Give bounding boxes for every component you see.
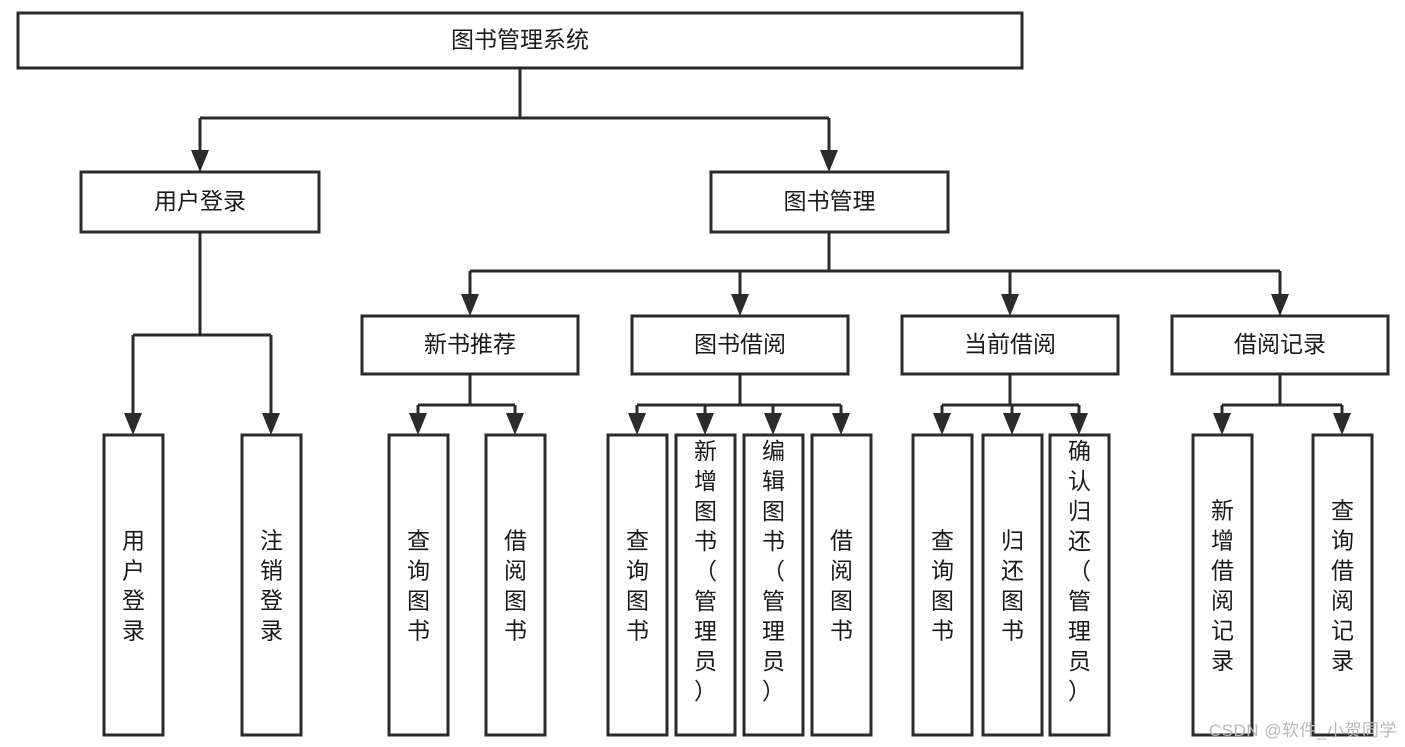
node-leaf-edit-book-admin[interactable]: 编辑图书（管理员） [742, 433, 805, 737]
node-leaf-return-book[interactable]: 归还图书 [981, 433, 1044, 737]
node-label-leaf-user-logout: 注销登录 [260, 527, 283, 643]
arrow-head-icon [124, 413, 142, 435]
node-box-borrow-record[interactable] [1170, 314, 1390, 376]
node-box-leaf-query-borrow-record[interactable] [1311, 433, 1374, 737]
node-leaf-query-borrow-record[interactable]: 查询借阅记录 [1311, 433, 1374, 737]
node-box-current-borrow[interactable] [900, 314, 1120, 376]
node-box-leaf-add-book-admin[interactable] [674, 433, 737, 737]
node-leaf-user-login[interactable]: 用户登录 [102, 433, 165, 737]
arrow-head-icon [696, 413, 714, 435]
watermark-label: CSDN @软件_小贺同学 [1208, 721, 1397, 740]
node-root[interactable]: 图书管理系统 [16, 11, 1024, 70]
node-book-borrow[interactable]: 图书借阅 [630, 314, 850, 376]
node-label-leaf-query-book: 查询图书 [626, 527, 649, 643]
node-leaf-query-book[interactable]: 查询图书 [606, 433, 669, 737]
node-label-leaf-borrow-book-recommend: 借阅图书 [504, 527, 527, 643]
node-box-leaf-query-book[interactable] [606, 433, 669, 737]
node-borrow-record[interactable]: 借阅记录 [1170, 314, 1390, 376]
node-label-leaf-user-login: 用户登录 [122, 527, 145, 643]
node-label-book-borrow: 图书借阅 [694, 331, 786, 357]
node-box-user-login[interactable] [79, 170, 321, 234]
node-leaf-borrow-book-recommend[interactable]: 借阅图书 [484, 433, 547, 737]
arrow-head-icon [764, 413, 782, 435]
node-leaf-add-book-admin[interactable]: 新增图书（管理员） [674, 433, 737, 737]
node-label-leaf-query-book-recommend: 查询图书 [407, 527, 430, 643]
node-leaf-add-borrow-record[interactable]: 新增借阅记录 [1191, 433, 1254, 737]
node-current-borrow[interactable]: 当前借阅 [900, 314, 1120, 376]
arrow-head-icon [731, 294, 749, 316]
arrow-head-icon [1003, 413, 1021, 435]
arrow-head-icon [1271, 294, 1289, 316]
node-label-user-login: 用户登录 [154, 188, 246, 214]
node-label-leaf-edit-book-admin: 编辑图书（管理员） [762, 438, 785, 704]
arrow-head-icon [1001, 294, 1019, 316]
node-user-login[interactable]: 用户登录 [79, 170, 321, 234]
node-box-leaf-query-book-recommend[interactable] [387, 433, 450, 737]
node-label-leaf-confirm-return-admin: 确认归还（管理员） [1068, 438, 1091, 704]
arrow-head-icon [1333, 413, 1351, 435]
node-box-book-manage[interactable] [709, 170, 950, 234]
node-label-current-borrow: 当前借阅 [964, 331, 1056, 357]
node-box-leaf-add-borrow-record[interactable] [1191, 433, 1254, 737]
node-leaf-query-book-recommend[interactable]: 查询图书 [387, 433, 450, 737]
node-box-leaf-return-book[interactable] [981, 433, 1044, 737]
node-box-book-borrow[interactable] [630, 314, 850, 376]
arrow-head-icon [191, 150, 209, 172]
node-box-new-book-recommend[interactable] [360, 314, 580, 376]
node-new-book-recommend[interactable]: 新书推荐 [360, 314, 580, 376]
arrow-head-icon [832, 413, 850, 435]
node-label-root: 图书管理系统 [451, 27, 589, 53]
node-book-manage[interactable]: 图书管理 [709, 170, 950, 234]
node-box-leaf-user-logout[interactable] [240, 433, 303, 737]
arrow-head-icon [628, 413, 646, 435]
node-label-book-manage: 图书管理 [784, 188, 876, 214]
node-label-borrow-record: 借阅记录 [1234, 331, 1326, 357]
arrow-head-icon [1213, 413, 1231, 435]
node-leaf-query-book-current[interactable]: 查询图书 [911, 433, 974, 737]
arrow-head-icon [933, 413, 951, 435]
arrow-head-icon [461, 294, 479, 316]
node-box-leaf-borrow-book[interactable] [810, 433, 873, 737]
node-label-new-book-recommend: 新书推荐 [424, 331, 516, 357]
node-leaf-confirm-return-admin[interactable]: 确认归还（管理员） [1048, 433, 1111, 737]
node-label-leaf-query-borrow-record: 查询借阅记录 [1331, 497, 1354, 673]
node-label-leaf-add-borrow-record: 新增借阅记录 [1211, 497, 1234, 673]
node-box-leaf-user-login[interactable] [102, 433, 165, 737]
arrow-head-icon [409, 413, 427, 435]
node-leaf-user-logout[interactable]: 注销登录 [240, 433, 303, 737]
arrow-head-icon [262, 413, 280, 435]
arrow-head-icon [506, 413, 524, 435]
node-box-root[interactable] [16, 11, 1024, 70]
node-label-leaf-query-book-current: 查询图书 [931, 527, 954, 643]
node-box-leaf-query-book-current[interactable] [911, 433, 974, 737]
nodes-layer: 图书管理系统用户登录图书管理新书推荐图书借阅当前借阅借阅记录用户登录注销登录查询… [16, 11, 1390, 737]
node-box-leaf-edit-book-admin[interactable] [742, 433, 805, 737]
arrow-head-icon [820, 150, 838, 172]
node-box-leaf-borrow-book-recommend[interactable] [484, 433, 547, 737]
node-leaf-borrow-book[interactable]: 借阅图书 [810, 433, 873, 737]
node-box-leaf-confirm-return-admin[interactable] [1048, 433, 1111, 737]
node-label-leaf-add-book-admin: 新增图书（管理员） [694, 438, 717, 704]
connectors-layer [124, 68, 1351, 435]
node-label-leaf-borrow-book: 借阅图书 [830, 527, 853, 643]
node-label-leaf-return-book: 归还图书 [1001, 527, 1024, 643]
arrow-head-icon [1070, 413, 1088, 435]
